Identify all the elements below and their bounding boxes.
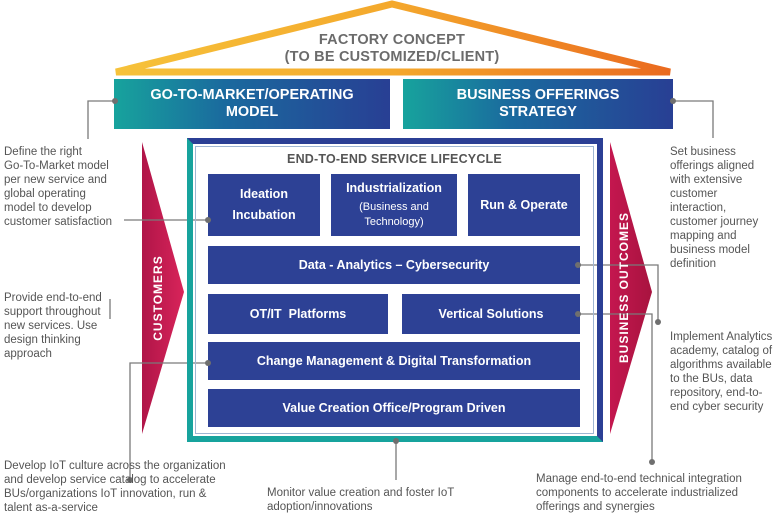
vertical-solutions-box: Vertical Solutions bbox=[402, 294, 580, 334]
note-line: model to develop bbox=[4, 202, 92, 214]
note-line: adoption/innovations bbox=[267, 501, 373, 513]
connector-right-header bbox=[674, 100, 714, 138]
connector-dot bbox=[670, 98, 676, 104]
customers-arrow bbox=[142, 142, 184, 434]
note-line: mapping and bbox=[670, 230, 737, 242]
note-technical-integration: Manage end-to-end technical integration c… bbox=[536, 472, 781, 514]
note-line: interaction, bbox=[670, 202, 727, 214]
go-to-market-line1: GO-TO-MARKET/OPERATING bbox=[150, 87, 354, 103]
note-line: customer bbox=[670, 188, 718, 200]
note-monitor-value: Monitor value creation and foster IoT ado… bbox=[267, 486, 497, 514]
incubation-label: Incubation bbox=[232, 208, 296, 222]
note-line: customer satisfaction bbox=[4, 216, 113, 228]
note-line: to the BUs, data bbox=[670, 373, 753, 385]
value-creation-box: Value Creation Office/Program Driven bbox=[208, 389, 580, 427]
data-analytics-box: Data - Analytics – Cybersecurity bbox=[208, 246, 580, 284]
note-line: global operating bbox=[4, 188, 86, 200]
note-line: end cyber security bbox=[670, 401, 764, 413]
note-analytics-academy: Implement Analytics academy, catalog of al… bbox=[670, 330, 782, 414]
note-line: approach bbox=[4, 348, 52, 360]
note-iot-culture: Develop IoT culture across the organizat… bbox=[4, 459, 264, 515]
roof-title-line2: (TO BE CUSTOMIZED/CLIENT) bbox=[284, 49, 500, 65]
note-line: Develop IoT culture across the organizat… bbox=[4, 460, 226, 472]
industrialization-sub-line1: (Business and bbox=[359, 201, 429, 213]
note-line: components to accelerate industrialized bbox=[536, 487, 739, 499]
note-line: repository, end-to- bbox=[670, 387, 763, 399]
note-line: Define the right bbox=[4, 146, 82, 158]
business-outcomes-label: BUSINESS OUTCOMES bbox=[617, 211, 631, 363]
note-line: algorithms available bbox=[670, 359, 772, 371]
connector-dot bbox=[575, 311, 581, 317]
run-operate-box: Run & Operate bbox=[468, 174, 580, 236]
ot-it-label: OT/IT Platforms bbox=[249, 306, 347, 321]
connector-dot bbox=[205, 360, 211, 366]
roof-outline bbox=[115, 0, 671, 76]
connector-dot bbox=[205, 217, 211, 223]
vertical-solutions-label: Vertical Solutions bbox=[438, 306, 544, 321]
customers-label: CUSTOMERS bbox=[151, 255, 165, 341]
note-line: and develop service catalog to accelerat… bbox=[4, 474, 216, 486]
note-line: offerings and synergies bbox=[536, 501, 655, 513]
ideation-label: Ideation bbox=[240, 187, 288, 201]
note-line: Implement Analytics bbox=[670, 331, 773, 343]
note-line: Provide end-to-end bbox=[4, 292, 102, 304]
note-line: per new service and bbox=[4, 174, 107, 186]
run-operate-label: Run & Operate bbox=[480, 197, 568, 212]
business-offerings-line2: STRATEGY bbox=[499, 104, 577, 120]
note-line: support throughout bbox=[4, 306, 101, 318]
connector-dot bbox=[649, 459, 655, 465]
note-line: talent as-a-service bbox=[4, 502, 98, 514]
note-line: design thinking bbox=[4, 334, 81, 346]
note-line: customer journey bbox=[670, 216, 759, 228]
business-offerings-header: BUSINESS OFFERINGS STRATEGY bbox=[403, 79, 673, 129]
note-line: Set business bbox=[670, 146, 736, 158]
connector-dot bbox=[393, 438, 399, 444]
note-line: Go-To-Market model bbox=[4, 160, 109, 172]
business-offerings-line1: BUSINESS OFFERINGS bbox=[456, 87, 620, 103]
data-analytics-label: Data - Analytics – Cybersecurity bbox=[298, 257, 490, 272]
connector-lines bbox=[87, 100, 714, 480]
roof-title: FACTORY CONCEPT (TO BE CUSTOMIZED/CLIENT… bbox=[240, 32, 544, 66]
connector-vertical bbox=[580, 313, 653, 462]
note-business-offerings: Set business offerings aligned with extens… bbox=[670, 145, 782, 271]
connector-dot bbox=[127, 477, 133, 483]
ot-it-platforms-box: OT/IT Platforms bbox=[208, 294, 388, 334]
note-line: Monitor value creation and foster IoT bbox=[267, 487, 455, 499]
connector-left-header bbox=[87, 100, 116, 139]
connector-data-analytics bbox=[580, 264, 659, 322]
note-end-to-end-support: Provide end-to-end support throughout new … bbox=[4, 291, 134, 361]
change-management-box: Change Management & Digital Transformati… bbox=[208, 342, 580, 380]
note-line: definition bbox=[670, 258, 717, 270]
connector-dot bbox=[575, 262, 581, 268]
connector-change bbox=[129, 362, 208, 480]
connector-dot bbox=[655, 319, 661, 325]
roof-title-line1: FACTORY CONCEPT bbox=[318, 32, 466, 48]
business-outcomes-arrow bbox=[610, 142, 652, 434]
go-to-market-header: GO-TO-MARKET/OPERATING MODEL bbox=[114, 79, 390, 129]
industrialization-sub-line2: Technology) bbox=[364, 216, 424, 228]
go-to-market-line2: MODEL bbox=[225, 104, 279, 120]
note-line: academy, catalog of bbox=[670, 345, 773, 357]
industrialization-label: Industrialization bbox=[346, 181, 442, 195]
connector-dot bbox=[112, 98, 118, 104]
note-line: offerings aligned bbox=[670, 160, 755, 172]
value-creation-label: Value Creation Office/Program Driven bbox=[282, 400, 506, 415]
note-line: Manage end-to-end technical integration bbox=[536, 473, 742, 485]
lifecycle-title: END-TO-END SERVICE LIFECYCLE bbox=[287, 152, 502, 166]
industrialization-box: Industrialization (Business and Technolo… bbox=[331, 174, 457, 236]
change-management-label: Change Management & Digital Transformati… bbox=[256, 353, 532, 368]
industrialization-sub: (Business and Technology) bbox=[359, 200, 429, 230]
note-line: new services. Use bbox=[4, 320, 98, 332]
lifecycle-inner-frame bbox=[195, 146, 594, 434]
ideation-incubation-box: Ideation Incubation bbox=[208, 174, 320, 236]
note-line: business model bbox=[670, 244, 750, 256]
note-line: BUs/organizations IoT innovation, run & bbox=[4, 488, 207, 500]
note-line: with extensive bbox=[670, 174, 743, 186]
